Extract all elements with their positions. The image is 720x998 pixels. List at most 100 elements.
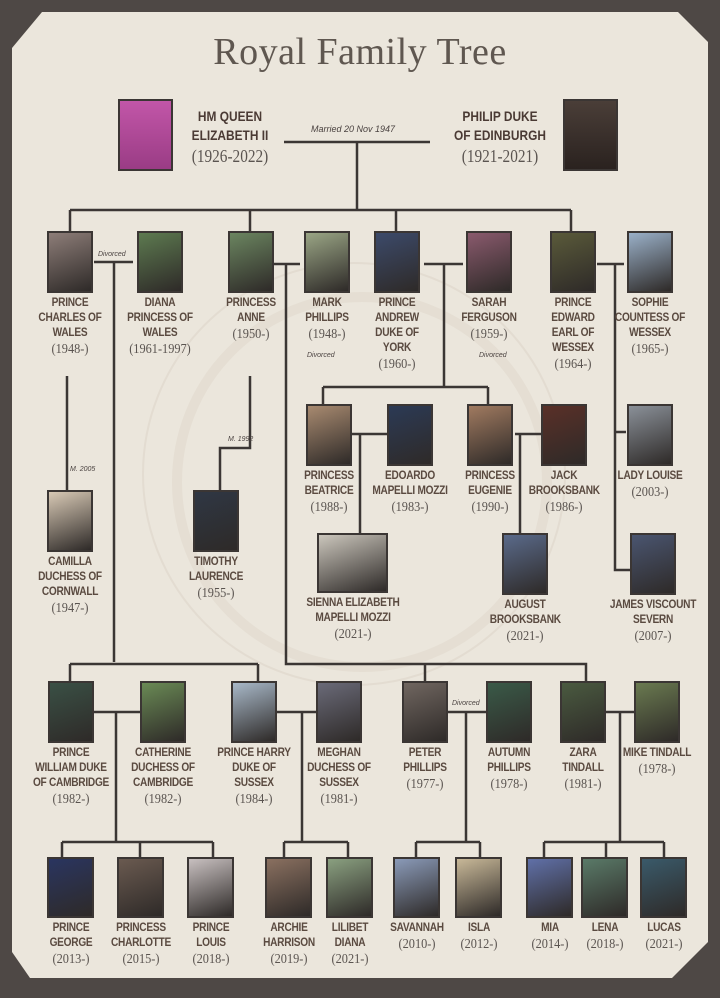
isla-photo[interactable] xyxy=(455,857,502,918)
edoardo-photo[interactable] xyxy=(387,404,433,466)
person-name: SIENNA ELIZABETH MAPELLI MOZZI xyxy=(305,597,400,624)
person-lilibet[interactable]: LILIBET DIANA(2021-) xyxy=(319,921,381,968)
andrew-photo[interactable] xyxy=(374,231,420,293)
beatrice-photo[interactable] xyxy=(306,404,352,466)
person-name: TIMOTHY LAURENCE xyxy=(188,556,244,583)
person-august[interactable]: AUGUST BROOKSBANK(2021-) xyxy=(490,598,561,645)
sophie-photo[interactable] xyxy=(627,231,673,293)
person-catherine[interactable]: CATHERINE DUCHESS OF CAMBRIDGE(1982-) xyxy=(126,746,200,808)
person-eugenie[interactable]: PRINCESS EUGENIE(1990-) xyxy=(455,469,525,516)
person-savannah[interactable]: SAVANNAH(2010-) xyxy=(386,921,448,953)
mia-photo[interactable] xyxy=(526,857,573,918)
person-mia[interactable]: MIA(2014-) xyxy=(523,921,576,953)
mark-photo[interactable] xyxy=(304,231,350,293)
person-william[interactable]: PRINCE WILLIAM DUKE OF CAMBRIDGE(1982-) xyxy=(31,746,110,808)
louise-photo[interactable] xyxy=(627,404,673,466)
catherine-photo[interactable] xyxy=(140,681,186,743)
mike-photo[interactable] xyxy=(634,681,680,743)
james-photo[interactable] xyxy=(630,533,676,595)
august-photo[interactable] xyxy=(502,533,548,595)
person-peter[interactable]: PETER PHILLIPS(1977-) xyxy=(390,746,460,793)
jack-photo[interactable] xyxy=(541,404,587,466)
lucas-photo[interactable] xyxy=(640,857,687,918)
charlotte-photo[interactable] xyxy=(117,857,164,918)
person-name: DIANA PRINCESS OF WALES xyxy=(127,297,193,339)
person-name: ELIZABETH II xyxy=(191,127,269,143)
person-louise[interactable]: LADY LOUISE(2003-) xyxy=(615,469,685,501)
person-timothy[interactable]: TIMOTHY LAURENCE(1955-) xyxy=(181,555,251,602)
person-beatrice[interactable]: PRINCESS BEATRICE(1988-) xyxy=(294,469,364,516)
person-years: (1983-) xyxy=(391,500,429,515)
diana-photo[interactable] xyxy=(137,231,183,293)
person-years: (1948-) xyxy=(308,327,346,342)
person-name: PRINCE ANDREW DUKE OF YORK xyxy=(375,297,419,354)
person-name: AUTUMN PHILLIPS xyxy=(487,747,531,774)
person-james[interactable]: JAMES VISCOUNT SEVERN(2007-) xyxy=(609,598,697,645)
divorced-note-anne-mark: Divorced xyxy=(307,352,335,359)
autumn-photo[interactable] xyxy=(486,681,532,743)
person-autumn[interactable]: AUTUMN PHILLIPS(1978-) xyxy=(474,746,544,793)
archie-photo[interactable] xyxy=(265,857,312,918)
edward-photo[interactable] xyxy=(550,231,596,293)
person-years: (2021-) xyxy=(334,627,371,642)
person-jack[interactable]: JACK BROOKSBANK(1986-) xyxy=(529,469,600,516)
prince-philip-photo[interactable] xyxy=(563,99,618,171)
person-mike[interactable]: MIKE TINDALL(1978-) xyxy=(622,746,692,778)
person-harry[interactable]: PRINCE HARRY DUKE OF SUSSEX(1984-) xyxy=(214,746,293,808)
person-sophie[interactable]: SOPHIE COUNTESS OF WESSEX(1965-) xyxy=(615,296,685,358)
person-charles[interactable]: PRINCE CHARLES OF WALES(1948-) xyxy=(35,296,105,358)
person-name: PETER PHILLIPS xyxy=(403,747,447,774)
person-sarah[interactable]: SARAH FERGUSON(1959-) xyxy=(454,296,524,343)
person-louis[interactable]: PRINCE LOUIS(2018-) xyxy=(180,921,242,968)
person-years: (2019-) xyxy=(270,952,307,967)
person-edward[interactable]: PRINCE EDWARD EARL OF WESSEX(1964-) xyxy=(538,296,608,373)
george-photo[interactable] xyxy=(47,857,94,918)
person-name: PRINCE EDWARD EARL OF WESSEX xyxy=(551,297,595,354)
person-lena[interactable]: LENA(2018-) xyxy=(578,921,631,953)
lena-photo[interactable] xyxy=(581,857,628,918)
timothy-photo[interactable] xyxy=(193,490,239,552)
harry-photo[interactable] xyxy=(231,681,277,743)
camilla-photo[interactable] xyxy=(47,490,93,552)
person-diana[interactable]: DIANA PRINCESS OF WALES(1961-1997) xyxy=(125,296,195,358)
savannah-photo[interactable] xyxy=(393,857,440,918)
person-charlotte[interactable]: PRINCESS CHARLOTTE(2015-) xyxy=(105,921,175,968)
person-archie[interactable]: ARCHIE HARRISON(2019-) xyxy=(255,921,322,968)
person-isla[interactable]: ISLA(2012-) xyxy=(452,921,505,953)
zara-photo[interactable] xyxy=(560,681,606,743)
charles-photo[interactable] xyxy=(47,231,93,293)
person-george[interactable]: PRINCE GEORGE(2013-) xyxy=(40,921,102,968)
person-name: SARAH FERGUSON xyxy=(461,297,517,324)
person-edoardo[interactable]: EDOARDO MAPELLI MOZZI(1983-) xyxy=(370,469,449,516)
lilibet-photo[interactable] xyxy=(326,857,373,918)
divorced-note-peter-autumn: Divorced xyxy=(452,700,480,707)
meghan-photo[interactable] xyxy=(316,681,362,743)
louis-photo[interactable] xyxy=(187,857,234,918)
person-name: MIKE TINDALL xyxy=(622,747,692,759)
person-years: (1982-) xyxy=(52,792,90,807)
person-name: ISLA xyxy=(467,922,490,934)
william-photo[interactable] xyxy=(48,681,94,743)
person-lucas[interactable]: LUCAS(2021-) xyxy=(637,921,690,953)
person-sienna[interactable]: SIENNA ELIZABETH MAPELLI MOZZI (2021-) xyxy=(300,596,406,643)
person-meghan[interactable]: MEGHAN DUCHESS OF SUSSEX(1981-) xyxy=(304,746,374,808)
person-name: PRINCE LOUIS xyxy=(192,922,229,949)
sienna-photo[interactable] xyxy=(317,533,388,593)
person-prince-philip[interactable]: PHILIP DUKE OF EDINBURGH (1921-2021) xyxy=(449,107,551,167)
eugenie-photo[interactable] xyxy=(467,404,513,466)
queen-elizabeth-photo[interactable] xyxy=(118,99,173,171)
anne-photo[interactable] xyxy=(228,231,274,293)
person-mark[interactable]: MARK PHILLIPS (1948-) xyxy=(292,296,362,343)
person-camilla[interactable]: CAMILLA DUCHESS OF CORNWALL(1947-) xyxy=(33,555,107,617)
person-andrew[interactable]: PRINCE ANDREW DUKE OF YORK(1960-) xyxy=(362,296,432,373)
person-years: (1926-2022) xyxy=(191,146,269,166)
person-name: PHILIP DUKE xyxy=(462,108,538,124)
person-name: CAMILLA DUCHESS OF CORNWALL xyxy=(38,556,102,598)
person-zara[interactable]: ZARA TINDALL(1981-) xyxy=(548,746,618,793)
sarah-photo[interactable] xyxy=(466,231,512,293)
person-name: PRINCESS BEATRICE xyxy=(304,470,354,497)
person-name: MARK PHILLIPS xyxy=(305,297,349,324)
person-anne[interactable]: PRINCESS ANNE(1950-) xyxy=(216,296,286,343)
person-queen-elizabeth[interactable]: HM QUEEN ELIZABETH II (1926-2022) xyxy=(183,107,277,167)
peter-photo[interactable] xyxy=(402,681,448,743)
